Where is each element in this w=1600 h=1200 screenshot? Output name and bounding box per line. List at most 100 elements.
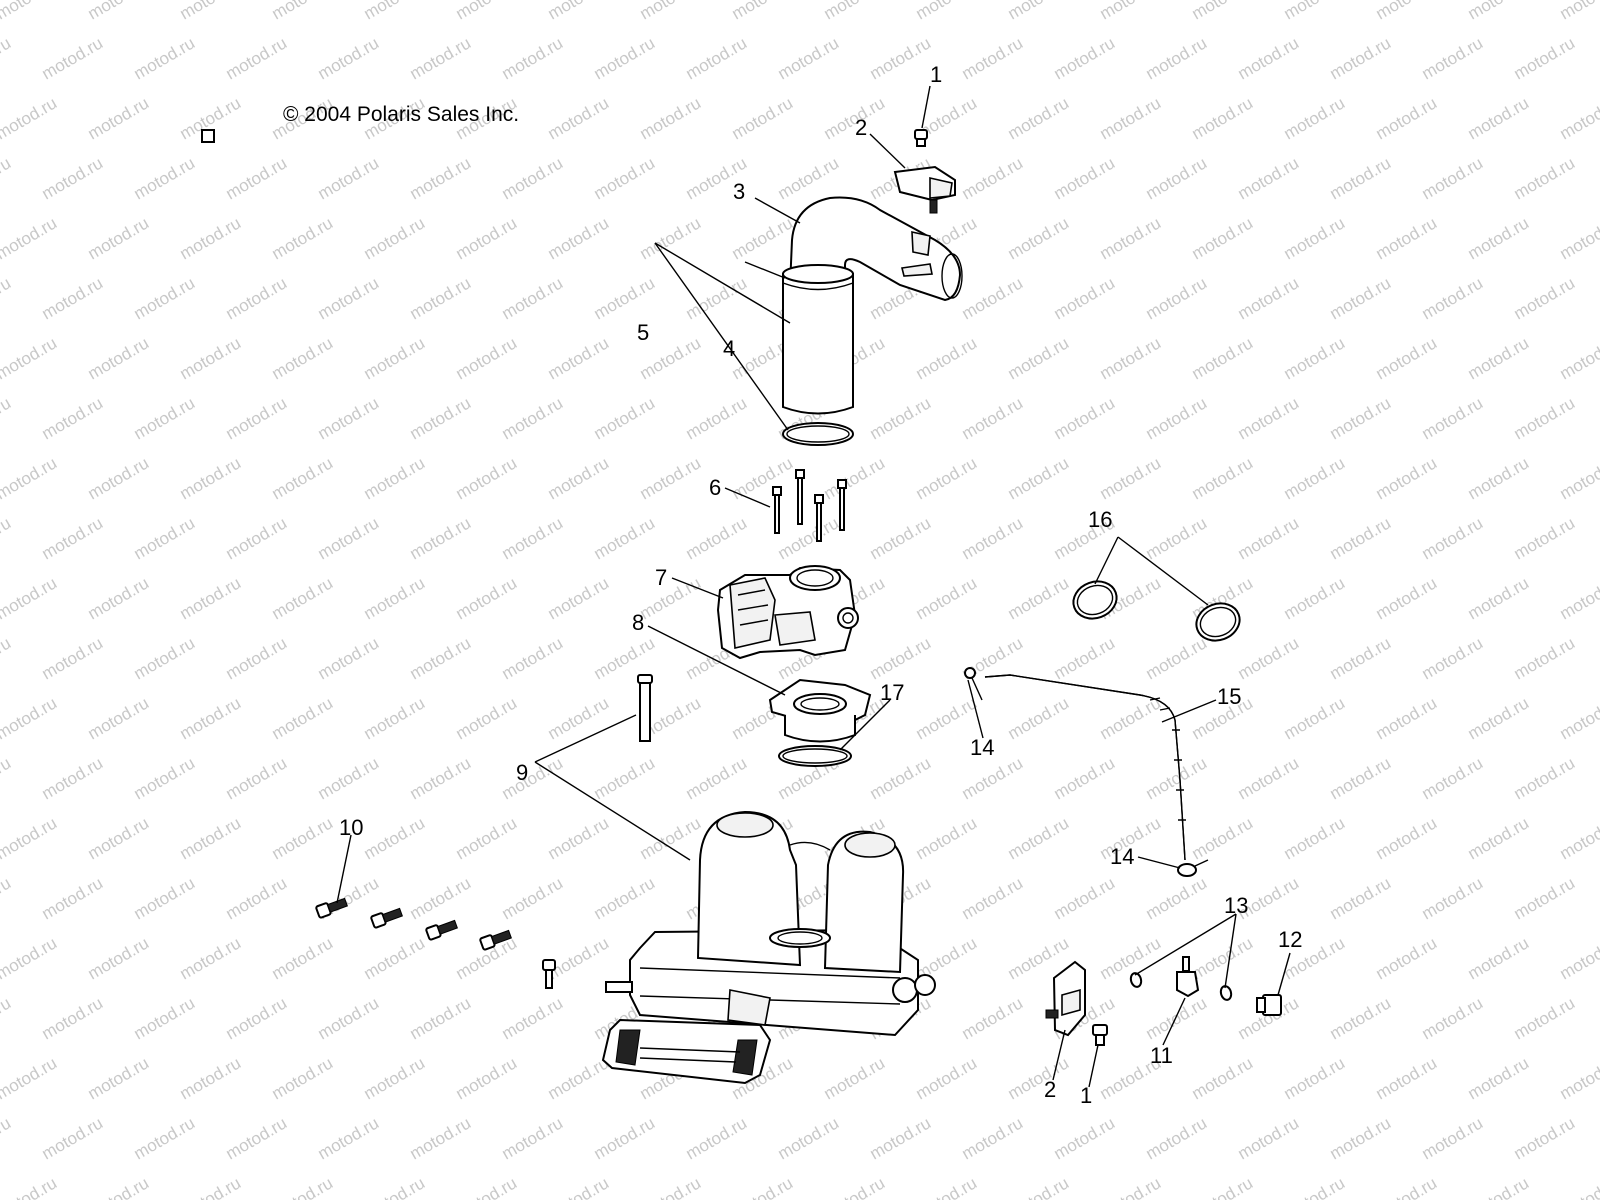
watermark-text: motod.ru [775, 153, 843, 203]
watermark-text: motod.ru [361, 213, 429, 263]
watermark-text: motod.ru [0, 1053, 60, 1103]
watermark-text: motod.ru [821, 1053, 889, 1103]
watermark-text: motod.ru [867, 633, 935, 683]
watermark-text: motod.ru [0, 1173, 60, 1200]
watermark-text: motod.ru [959, 513, 1027, 563]
watermark-text: motod.ru [177, 1053, 245, 1103]
watermark-text: motod.ru [177, 453, 245, 503]
watermark-text: motod.ru [315, 153, 383, 203]
watermark-text: motod.ru [1465, 933, 1533, 983]
watermark-text: motod.ru [39, 753, 107, 803]
watermark-text: motod.ru [1097, 93, 1165, 143]
watermark-text: motod.ru [1327, 273, 1395, 323]
watermark-text: motod.ru [1373, 213, 1441, 263]
watermark-text: motod.ru [407, 273, 475, 323]
watermark-text: motod.ru [1557, 0, 1600, 23]
watermark-text: motod.ru [85, 813, 153, 863]
part-2-sensor-bottom [1045, 960, 1086, 1037]
watermark-text: motod.ru [1281, 453, 1349, 503]
watermark-text: motod.ru [1281, 573, 1349, 623]
watermark-text: motod.ru [591, 513, 659, 563]
part-13-o-rings [1129, 972, 1233, 1001]
watermark-text: motod.ru [1235, 513, 1303, 563]
watermark-text: motod.ru [637, 1173, 705, 1200]
watermark-text: motod.ru [269, 693, 337, 743]
part-6-bolts [772, 469, 847, 542]
watermark-text: motod.ru [1419, 513, 1487, 563]
watermark-text: motod.ru [1373, 1053, 1441, 1103]
watermark-text: motod.ru [361, 933, 429, 983]
callout-9: 9 [516, 760, 528, 785]
watermark-text: motod.ru [0, 273, 14, 323]
watermark-text: motod.ru [0, 393, 14, 443]
watermark-text: motod.ru [1281, 213, 1349, 263]
watermark-text: motod.ru [131, 393, 199, 443]
callout-1-top: 1 [930, 62, 942, 87]
watermark-text: motod.ru [223, 513, 291, 563]
watermark-text: motod.ru [131, 1113, 199, 1163]
watermark-text: motod.ru [913, 1173, 981, 1200]
watermark-text: motod.ru [1373, 813, 1441, 863]
watermark-text: motod.ru [1051, 33, 1119, 83]
watermark-text: motod.ru [361, 573, 429, 623]
watermark-text: motod.ru [1143, 633, 1211, 683]
part-4-coupler-sleeve [782, 264, 854, 415]
watermark-text: motod.ru [1097, 333, 1165, 383]
watermark-text: motod.ru [269, 933, 337, 983]
watermark-text: motod.ru [499, 1113, 567, 1163]
part-15-vacuum-line [984, 674, 1186, 861]
part-11-sensor [1176, 956, 1200, 998]
watermark-text: motod.ru [0, 873, 14, 923]
watermark-text: motod.ru [407, 633, 475, 683]
watermark-text: motod.ru [683, 33, 751, 83]
watermark-text: motod.ru [1465, 693, 1533, 743]
watermark-text: motod.ru [0, 453, 60, 503]
watermark-text: motod.ru [683, 1113, 751, 1163]
watermark-text: motod.ru [269, 333, 337, 383]
watermark-text: motod.ru [1005, 813, 1073, 863]
watermark-text: motod.ru [545, 1173, 613, 1200]
part-17-clamp [778, 745, 852, 767]
watermark-text: motod.ru [1005, 1173, 1073, 1200]
watermark-text: motod.ru [591, 33, 659, 83]
watermark-text: motod.ru [453, 333, 521, 383]
watermark-text: motod.ru [1005, 93, 1073, 143]
watermark-text: motod.ru [39, 633, 107, 683]
watermark-text: motod.ru [407, 153, 475, 203]
watermark-text: motod.ru [1557, 1173, 1600, 1200]
callout-10: 10 [339, 815, 363, 840]
watermark-text: motod.ru [85, 573, 153, 623]
callout-11: 11 [1150, 1043, 1173, 1068]
watermark-text: motod.ru [637, 453, 705, 503]
watermark-text: motod.ru [1465, 813, 1533, 863]
watermark-text: motod.ru [499, 393, 567, 443]
watermark-text: motod.ru [1373, 1173, 1441, 1200]
watermark-text: motod.ru [1465, 0, 1533, 23]
watermark-text: motod.ru [1189, 933, 1257, 983]
watermark-text: motod.ru [821, 0, 889, 23]
callout-2-bottom: 2 [1044, 1077, 1056, 1102]
callout-15: 15 [1217, 684, 1241, 709]
watermark-text: motod.ru [591, 273, 659, 323]
watermark-text: motod.ru [867, 513, 935, 563]
watermark-text: motod.ru [729, 453, 797, 503]
watermark-text: motod.ru [407, 873, 475, 923]
watermark-text: motod.ru [1327, 1113, 1395, 1163]
watermark-text: motod.ru [959, 1113, 1027, 1163]
watermark-text: motod.ru [1511, 633, 1579, 683]
watermark-text: motod.ru [269, 1173, 337, 1200]
watermark-text: motod.ru [591, 1113, 659, 1163]
watermark-text: motod.ru [499, 753, 567, 803]
watermark-text: motod.ru [131, 753, 199, 803]
watermark-text: motod.ru [959, 33, 1027, 83]
watermark-text: motod.ru [867, 33, 935, 83]
watermark-text: motod.ru [1143, 993, 1211, 1043]
part-16-o-rings [1072, 580, 1241, 642]
watermark-text: motod.ru [453, 0, 521, 23]
watermark-text: motod.ru [867, 1113, 935, 1163]
callout-1-bottom: 1 [1080, 1083, 1092, 1108]
watermark-text: motod.ru [407, 1113, 475, 1163]
watermark-text: motod.ru [1557, 93, 1600, 143]
callout-16: 16 [1088, 507, 1112, 532]
watermark-text: motod.ru [1235, 33, 1303, 83]
